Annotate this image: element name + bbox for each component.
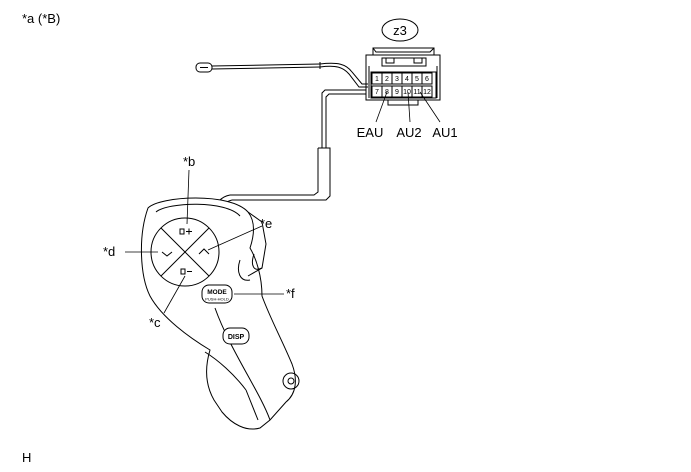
pin-label-eau: EAU (357, 125, 384, 140)
mode-button-label: MODE (207, 289, 227, 296)
connector-name: z3 (393, 23, 407, 38)
disp-button[interactable]: DISP (222, 327, 250, 345)
pin-6: 6 (425, 76, 429, 83)
mode-button-sublabel: PUSH-HOLD (205, 297, 229, 302)
pin-11: 11 (413, 89, 420, 96)
volume-down-icon[interactable] (180, 268, 192, 275)
footer-code: H (22, 450, 31, 465)
callout-leaders (125, 169, 284, 314)
callout-c: *c (149, 315, 161, 330)
callout-e: *e (260, 216, 272, 231)
volume-up-icon[interactable] (179, 228, 192, 235)
pin-7: 7 (375, 89, 379, 96)
seek-up-icon[interactable] (198, 248, 210, 255)
seek-down-icon[interactable] (161, 251, 173, 257)
view-label: *a (*B) (22, 11, 60, 26)
ground-wire (195, 62, 368, 88)
pin-grid (371, 72, 433, 98)
pin-10: 10 (403, 89, 411, 96)
callout-f: *f (286, 286, 295, 301)
pin-2: 2 (385, 76, 389, 83)
pin-4: 4 (405, 76, 409, 83)
callout-b: *b (183, 154, 195, 169)
disp-button-label: DISP (228, 334, 245, 341)
volume-seek-pad[interactable] (150, 217, 220, 287)
main-harness (215, 89, 366, 213)
pin-12: 12 (423, 89, 431, 96)
pin-1: 1 (375, 76, 379, 83)
pin-label-au1: AU1 (432, 125, 457, 140)
connector-z3 (365, 47, 441, 106)
mode-button[interactable]: MODE PUSH-HOLD (201, 284, 233, 304)
connector-name-badge: z3 (381, 18, 419, 42)
pin-leaders (375, 91, 441, 123)
pin-label-au2: AU2 (396, 125, 421, 140)
pin-5: 5 (415, 76, 419, 83)
pin-3: 3 (395, 76, 399, 83)
pin-9: 9 (395, 89, 399, 96)
callout-d: *d (103, 244, 115, 259)
